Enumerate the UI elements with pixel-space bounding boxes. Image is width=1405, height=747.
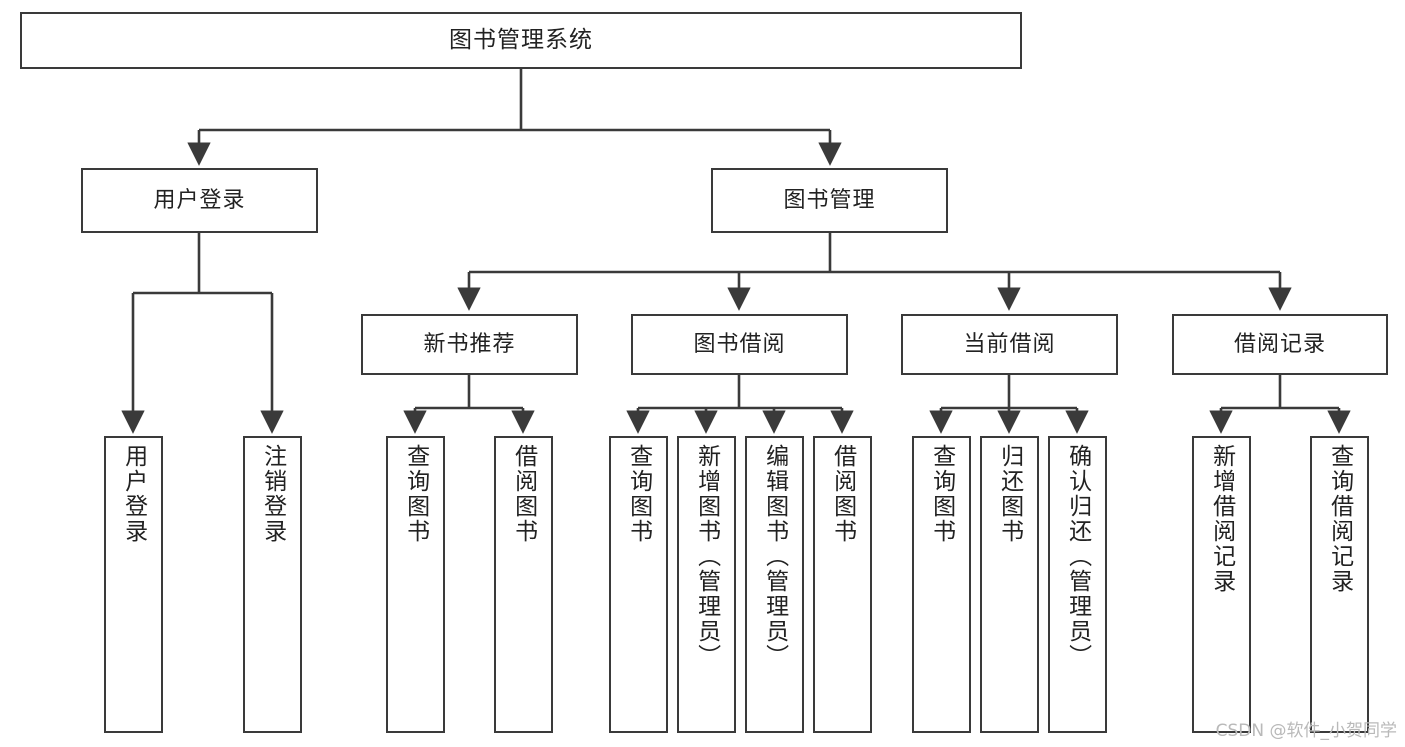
- node-leaf-borrow-book-recommend[interactable]: 借阅图书: [494, 436, 553, 733]
- node-label: 确认归还（管理员）: [1064, 444, 1091, 669]
- node-leaf-query-borrow-record[interactable]: 查询借阅记录: [1310, 436, 1369, 733]
- node-label: 注销登录: [259, 444, 286, 544]
- node-current-borrow[interactable]: 当前借阅: [901, 314, 1118, 375]
- node-leaf-query-book-borrow[interactable]: 查询图书: [609, 436, 668, 733]
- node-label: 查询图书: [625, 444, 652, 544]
- node-borrow-record[interactable]: 借阅记录: [1172, 314, 1388, 375]
- node-label: 借阅图书: [510, 444, 537, 544]
- node-label: 借阅图书: [829, 444, 856, 544]
- node-user-login[interactable]: 用户登录: [81, 168, 318, 233]
- node-label: 当前借阅: [963, 331, 1056, 357]
- node-label: 图书管理: [783, 187, 876, 213]
- node-label: 新增图书（管理员）: [693, 444, 720, 669]
- node-root-book-management-system[interactable]: 图书管理系统: [20, 12, 1022, 69]
- node-leaf-confirm-return[interactable]: 确认归还（管理员）: [1048, 436, 1107, 733]
- node-label: 新书推荐: [423, 331, 516, 357]
- node-label: 查询图书: [402, 444, 429, 544]
- node-leaf-logout-login[interactable]: 注销登录: [243, 436, 302, 733]
- node-leaf-return-book[interactable]: 归还图书: [980, 436, 1039, 733]
- node-label: 归还图书: [996, 444, 1023, 544]
- node-leaf-add-book[interactable]: 新增图书（管理员）: [677, 436, 736, 733]
- node-label: 查询借阅记录: [1326, 444, 1353, 594]
- node-leaf-user-login[interactable]: 用户登录: [104, 436, 163, 733]
- node-leaf-borrow-book[interactable]: 借阅图书: [813, 436, 872, 733]
- node-leaf-edit-book[interactable]: 编辑图书（管理员）: [745, 436, 804, 733]
- node-leaf-query-book-current[interactable]: 查询图书: [912, 436, 971, 733]
- node-label: 查询图书: [928, 444, 955, 544]
- node-label: 用户登录: [120, 444, 147, 544]
- watermark: CSDN @软件_小贺同学: [1215, 721, 1397, 741]
- node-label: 图书管理系统: [449, 26, 593, 53]
- node-label: 用户登录: [153, 187, 246, 213]
- node-label: 借阅记录: [1233, 331, 1326, 357]
- node-label: 新增借阅记录: [1208, 444, 1235, 594]
- node-book-management[interactable]: 图书管理: [711, 168, 948, 233]
- node-new-book-recommend[interactable]: 新书推荐: [361, 314, 578, 375]
- node-label: 图书借阅: [693, 331, 786, 357]
- node-leaf-add-borrow-record[interactable]: 新增借阅记录: [1192, 436, 1251, 733]
- node-leaf-query-book-recommend[interactable]: 查询图书: [386, 436, 445, 733]
- node-book-borrow[interactable]: 图书借阅: [631, 314, 848, 375]
- node-label: 编辑图书（管理员）: [761, 444, 788, 669]
